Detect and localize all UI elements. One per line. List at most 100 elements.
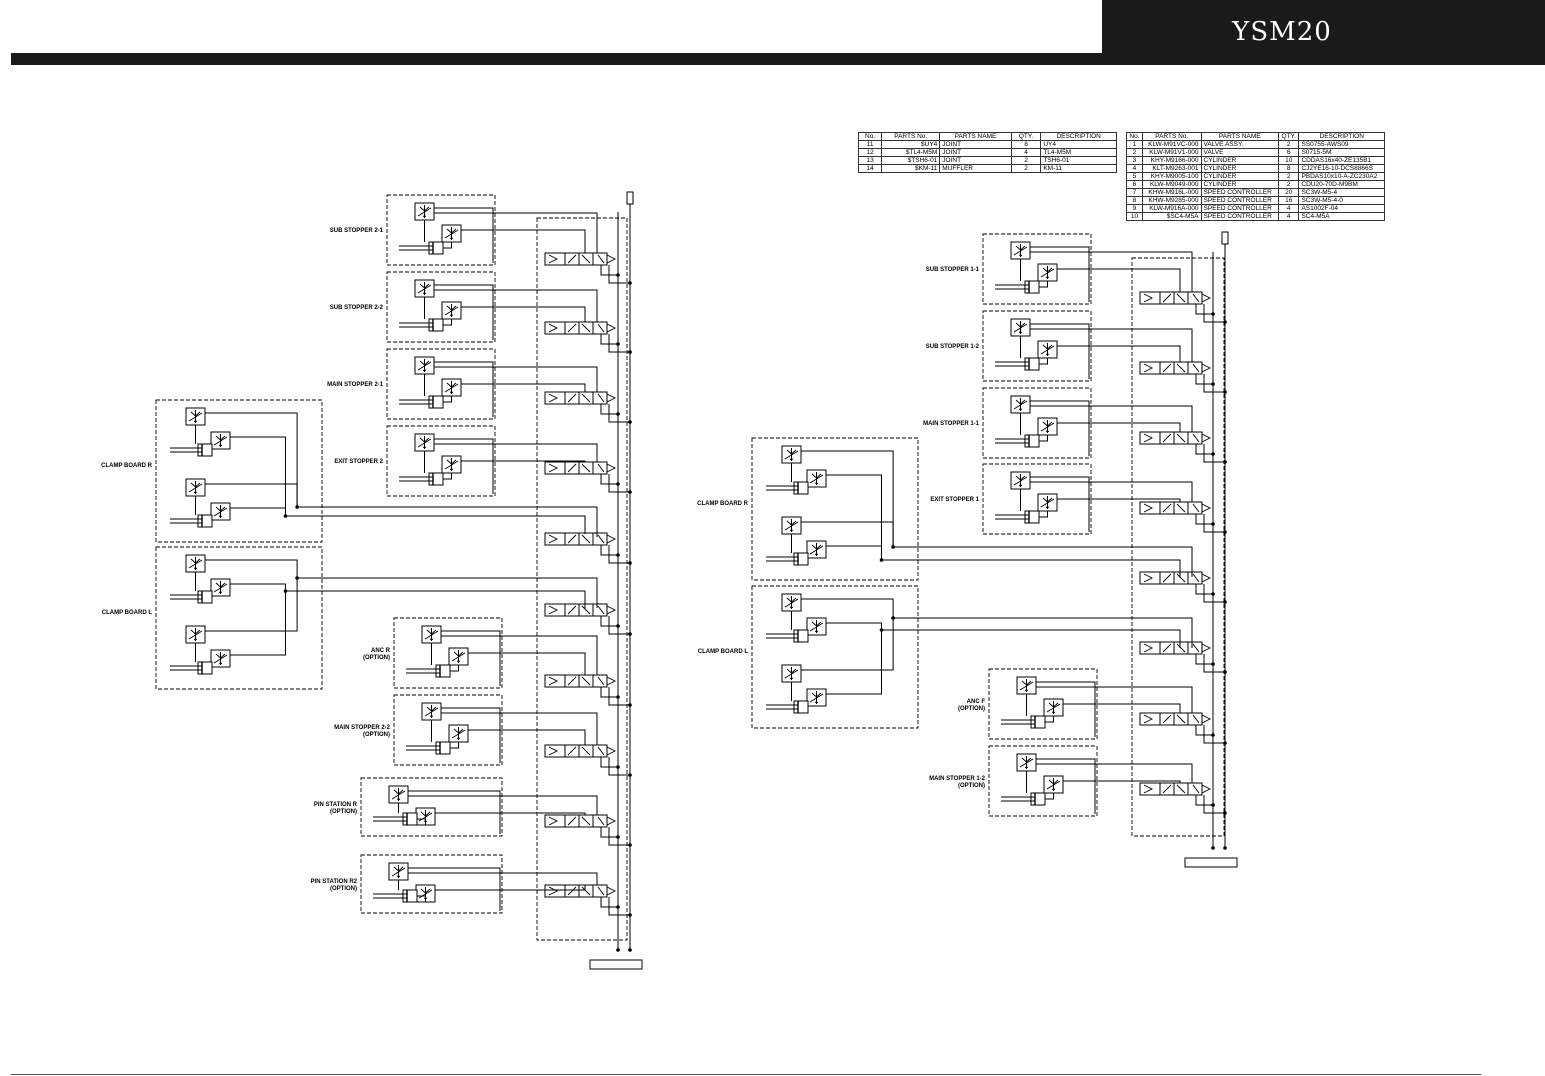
flow-arrow bbox=[567, 605, 577, 615]
throttle-arrow bbox=[213, 583, 228, 593]
pipe-line bbox=[801, 521, 894, 547]
flow-arrow bbox=[581, 816, 591, 826]
flow-arrow bbox=[1176, 643, 1186, 653]
manifold-block-icon bbox=[589, 959, 643, 970]
pipe-line bbox=[600, 827, 618, 838]
solenoid-valve-symbol bbox=[544, 461, 617, 475]
check-valve-mark bbox=[215, 506, 226, 512]
pipe-line bbox=[441, 707, 501, 763]
arrow-head bbox=[219, 514, 222, 517]
throttle-arrow bbox=[809, 693, 824, 703]
arrow-head bbox=[219, 590, 222, 593]
throttle-arrow bbox=[417, 361, 432, 371]
junction-dot bbox=[283, 589, 288, 593]
check-valve-mark bbox=[1021, 680, 1032, 686]
flow-arrow bbox=[1192, 433, 1200, 443]
pipe-line bbox=[608, 687, 630, 706]
valve-position-box bbox=[592, 461, 608, 475]
throttle-arrow bbox=[444, 460, 459, 470]
pipe-line bbox=[417, 895, 426, 902]
throttle-arrow bbox=[213, 507, 228, 517]
flow-arrow bbox=[597, 254, 605, 264]
pipe-line bbox=[1203, 654, 1225, 673]
solenoid-mark bbox=[548, 605, 559, 615]
actuator-label: CLAMP BOARD L bbox=[102, 610, 153, 616]
pipe-line bbox=[434, 443, 598, 462]
arrow-head bbox=[1019, 407, 1022, 410]
pipe-line bbox=[1203, 444, 1225, 463]
throttle-arrow bbox=[444, 229, 459, 239]
actuator-dashed-box bbox=[982, 387, 1092, 459]
clamp-board-dashed-box bbox=[155, 546, 323, 690]
arrow-head bbox=[457, 736, 460, 739]
speed-controller-symbol bbox=[1037, 340, 1058, 359]
pipe-line bbox=[468, 729, 586, 745]
check-valve-mark bbox=[1042, 344, 1053, 350]
spring-mark bbox=[606, 676, 617, 686]
solenoid-mark bbox=[548, 886, 559, 896]
arrow-head bbox=[450, 390, 453, 393]
valve-position-box bbox=[592, 674, 608, 688]
table-cell: MUFFLER bbox=[939, 164, 1012, 173]
table-cell: 14 bbox=[857, 164, 883, 173]
spring-mark bbox=[1201, 643, 1212, 653]
check-valve-mark bbox=[1015, 322, 1026, 328]
pipe-line bbox=[826, 622, 882, 630]
throttle-arrow bbox=[809, 622, 824, 632]
pipe-line bbox=[205, 559, 298, 578]
pipe-line bbox=[1045, 793, 1054, 800]
throttle-arrow bbox=[1046, 703, 1061, 713]
check-valve-mark bbox=[1048, 779, 1059, 785]
flow-arrow bbox=[567, 254, 577, 264]
solenoid bbox=[544, 252, 566, 266]
speed-controller-symbol bbox=[388, 862, 409, 881]
throttle-arrow bbox=[188, 630, 203, 640]
throttle-arrow bbox=[1040, 345, 1055, 355]
pipe-line bbox=[608, 265, 630, 284]
speed-controller-symbol bbox=[185, 478, 206, 497]
junction-dot bbox=[1223, 846, 1227, 850]
actuator-label: MAIN STOPPER 2-1 bbox=[327, 382, 384, 388]
cylinder-body bbox=[402, 812, 418, 826]
actuator-label: PIN STATION R2 bbox=[311, 879, 358, 885]
speed-controller-symbol bbox=[781, 516, 802, 535]
clamp-board-dashed-box bbox=[751, 585, 919, 729]
check-valve-mark bbox=[419, 206, 430, 212]
pipe-line bbox=[1203, 374, 1225, 393]
throttle-arrow bbox=[1013, 400, 1028, 410]
flow-arrow bbox=[581, 393, 591, 403]
valve-position-box bbox=[1187, 501, 1203, 515]
flow-arrow bbox=[567, 816, 577, 826]
check-valve-mark bbox=[811, 544, 822, 550]
actuator-label: SUB STOPPER 1-2 bbox=[926, 344, 980, 350]
flow-arrow bbox=[1176, 714, 1186, 724]
cylinder-symbol bbox=[170, 661, 213, 675]
flow-arrow bbox=[567, 886, 577, 896]
check-valve-mark bbox=[1042, 267, 1053, 273]
flow-arrow bbox=[597, 816, 605, 826]
pipe-line bbox=[608, 334, 630, 353]
solenoid-valve-symbol bbox=[544, 532, 617, 546]
cylinder-symbol bbox=[399, 472, 444, 486]
actuator-label: (OPTION) bbox=[958, 783, 985, 789]
model-title-box bbox=[1102, 0, 1545, 58]
valve-position-box bbox=[592, 884, 608, 898]
pipe-line bbox=[600, 687, 618, 698]
speed-controller-symbol bbox=[1010, 395, 1031, 414]
check-valve-mark bbox=[1042, 497, 1053, 503]
flow-arrow bbox=[581, 463, 591, 473]
check-valve-mark bbox=[393, 789, 404, 795]
pipe-line bbox=[285, 515, 586, 534]
speed-controller-symbol bbox=[1037, 417, 1058, 436]
actuator-label: (OPTION) bbox=[363, 655, 390, 661]
pipe-line bbox=[826, 630, 882, 695]
solenoid-valve-symbol bbox=[544, 252, 617, 266]
solenoid-mark bbox=[548, 746, 559, 756]
parts-table-joints: No. PARTS No. PARTS NAME QTY. DESCRIPTIO… bbox=[857, 132, 1117, 173]
cylinder-body bbox=[793, 481, 809, 495]
solenoid-valve-symbol bbox=[544, 674, 617, 688]
actuator-dashed-box bbox=[988, 745, 1098, 817]
arrow-head bbox=[815, 629, 818, 632]
solenoid bbox=[1139, 571, 1161, 585]
throttle-arrow bbox=[418, 889, 433, 899]
